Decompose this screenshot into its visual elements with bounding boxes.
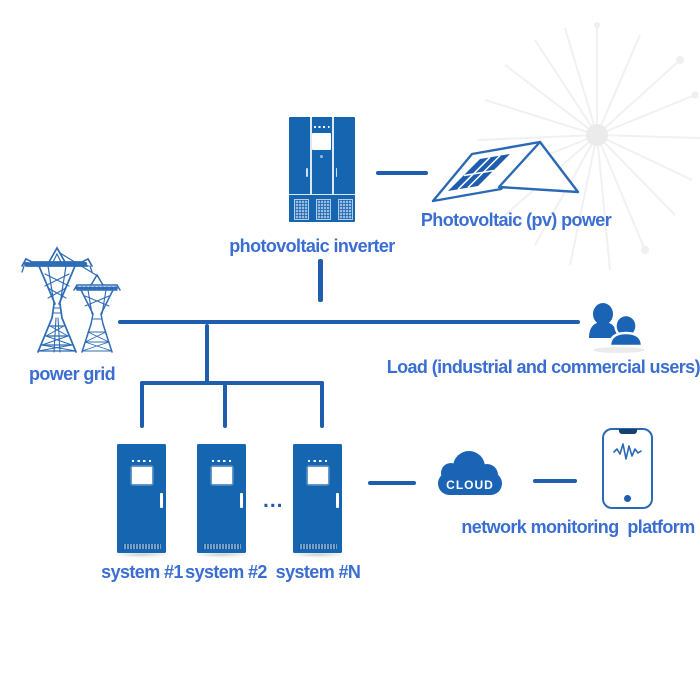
drop-line-system-1 (140, 381, 145, 428)
inverter-door-handle (306, 168, 308, 177)
cabinet-vent (202, 543, 241, 549)
label-power-grid: power grid (28, 364, 116, 384)
sub-bus-line (140, 381, 324, 386)
connector-inverter-to-pv (376, 171, 428, 175)
cabinet-shadow (289, 551, 347, 558)
label-load: Load (industrial and commercial users) (386, 357, 700, 377)
inverter-vent-grille (293, 199, 309, 220)
inverter-vent-grille (337, 199, 353, 220)
inverter-door-handle (335, 168, 338, 177)
cabinet-window (131, 467, 152, 484)
cabinet-shadow (193, 551, 251, 558)
smartphone-icon (602, 428, 653, 509)
label-system-1: system #1 (101, 562, 183, 582)
connector-systems-to-cloud (368, 481, 416, 485)
connector-inverter-to-bus (318, 259, 323, 302)
cabinet-vent (298, 543, 337, 549)
cabinet-vent (122, 543, 161, 549)
phone-home-button (624, 495, 631, 502)
label-system-2: system #2 (185, 562, 267, 582)
photovoltaic-inverter-icon (289, 117, 355, 222)
label-pv-power: Photovoltaic (pv) power (420, 210, 612, 230)
systems-ellipsis: ... (263, 489, 284, 512)
cabinet-handle (335, 493, 339, 508)
inverter-button (320, 155, 323, 158)
transmission-towers-icon (21, 246, 121, 353)
system-cabinet-1-icon (117, 444, 166, 553)
label-photovoltaic-inverter: photovoltaic inverter (229, 236, 395, 256)
solar-panel-roof-icon (431, 140, 580, 203)
system-cabinet-n-icon (293, 444, 342, 553)
cabinet-shadow (113, 551, 171, 558)
phone-notch (618, 429, 637, 434)
inverter-indicator-lights (314, 126, 330, 128)
inverter-panel-divider (332, 117, 334, 194)
label-system-n: system #N (275, 562, 361, 582)
drop-line-system-2 (223, 383, 228, 428)
inverter-section-divider (289, 194, 355, 196)
drop-line-system-n (320, 381, 325, 428)
cabinet-handle (239, 493, 243, 508)
users-icon (589, 303, 645, 353)
waveform-icon (613, 443, 642, 460)
label-network-monitoring-platform: network monitoring platform (461, 517, 695, 537)
connector-cloud-to-phone (533, 479, 577, 483)
cloud-icon: CLOUD (438, 451, 502, 495)
connector-bus-to-subbus (205, 324, 210, 383)
cabinet-window (307, 467, 328, 484)
cabinet-window (211, 467, 232, 484)
inverter-display-screen (312, 133, 331, 150)
cloud-label: CLOUD (446, 478, 494, 492)
cabinet-indicator-lights (307, 460, 328, 463)
inverter-vent-grille (315, 199, 331, 220)
cabinet-indicator-lights (131, 460, 152, 463)
cabinet-handle (159, 493, 163, 508)
system-cabinet-2-icon (197, 444, 246, 553)
cabinet-indicator-lights (211, 460, 232, 463)
inverter-panel-divider (310, 117, 312, 194)
main-bus-line (118, 320, 580, 325)
